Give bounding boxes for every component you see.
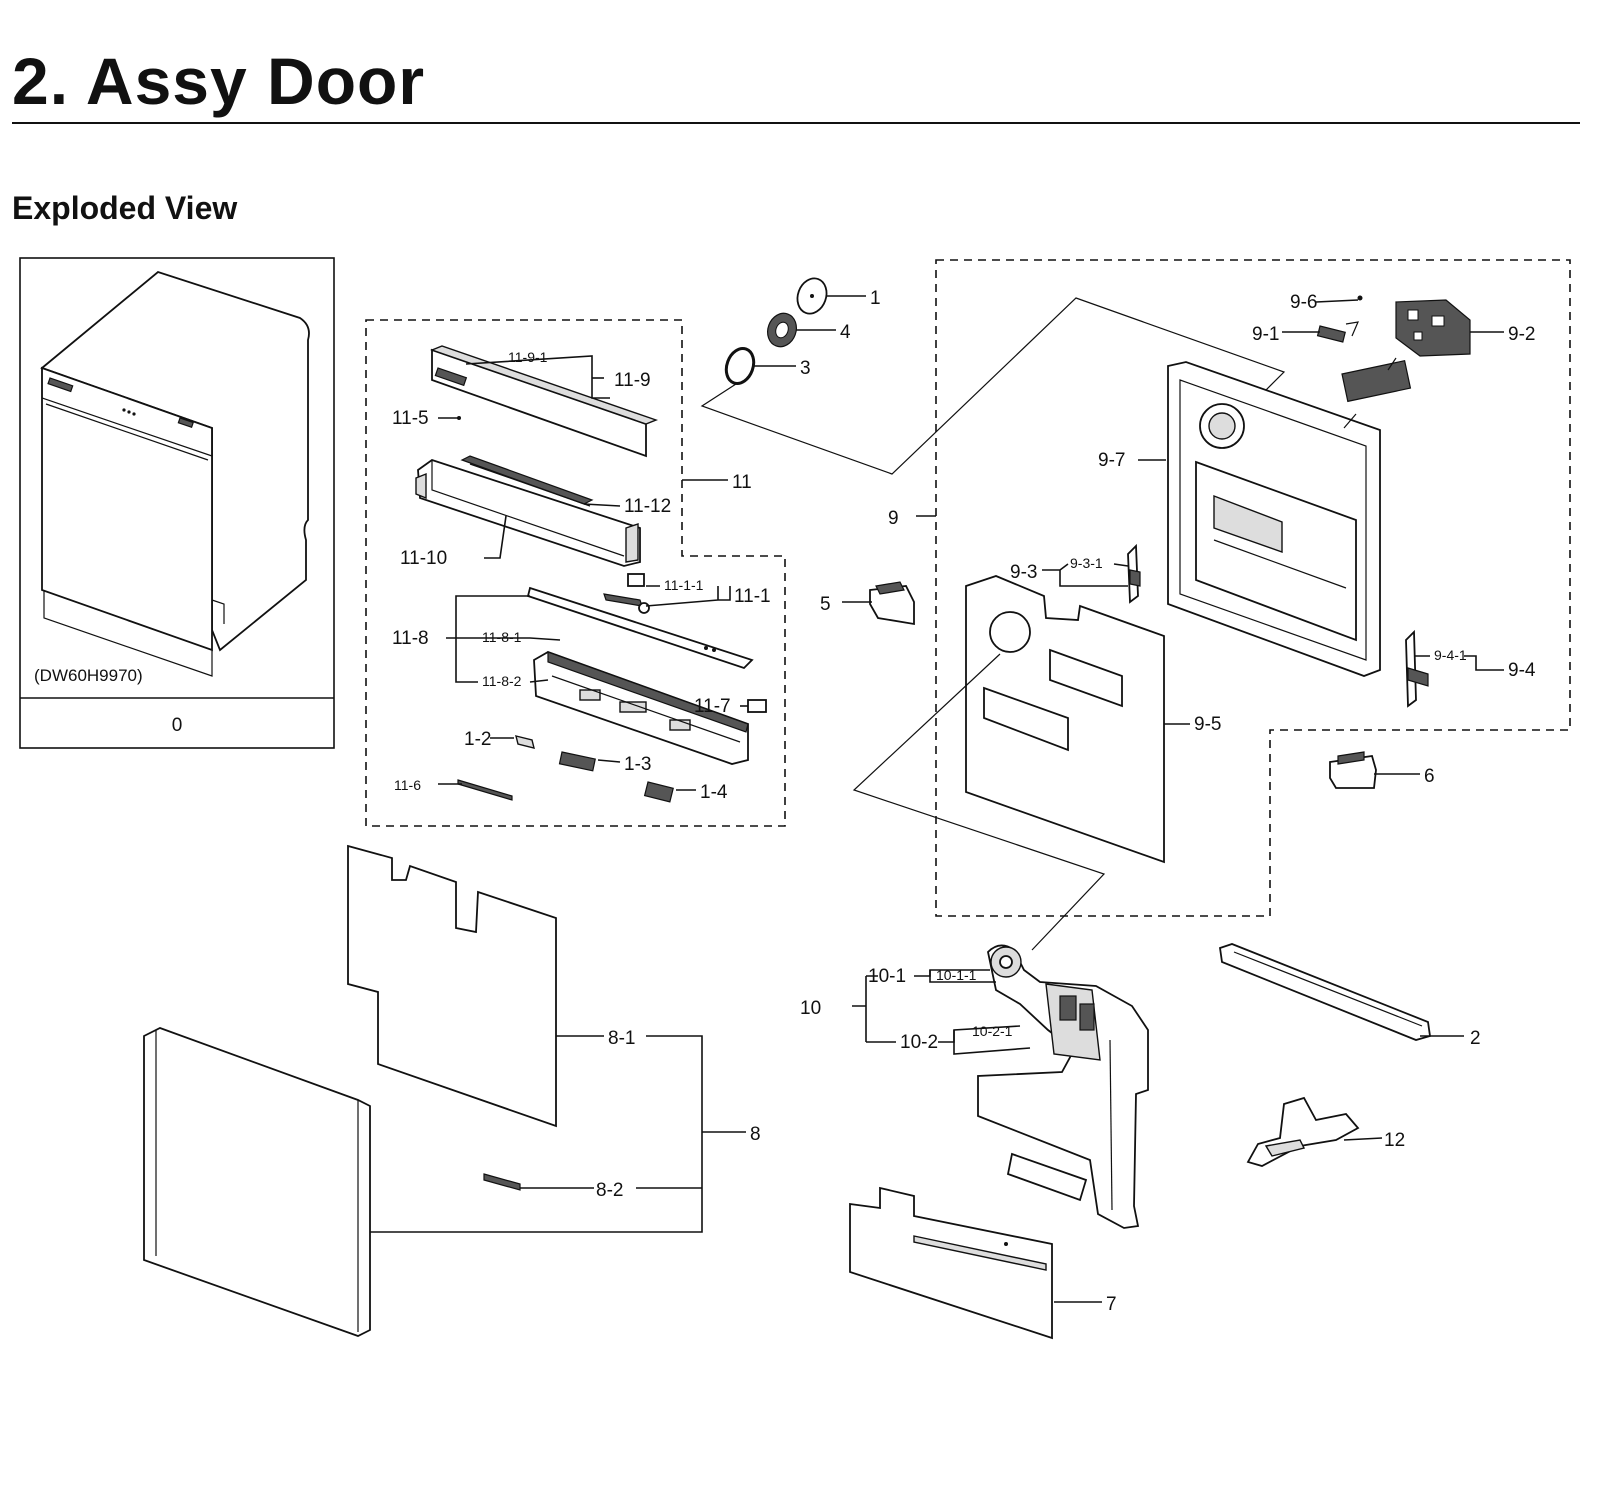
part-9-3-bracket bbox=[1127, 543, 1141, 604]
part-12-hinge bbox=[1246, 1096, 1360, 1167]
label-1-3: 1-3 bbox=[624, 754, 651, 775]
part-9-6-pin bbox=[1357, 295, 1363, 301]
label-9-7: 9-7 bbox=[1098, 450, 1125, 471]
label-11-8-1: 11-8-1 bbox=[482, 629, 522, 645]
label-3: 3 bbox=[800, 358, 811, 379]
label-9-3-1: 9-3-1 bbox=[1070, 555, 1103, 571]
label-12: 12 bbox=[1384, 1130, 1405, 1151]
label-8: 8 bbox=[750, 1124, 761, 1145]
part-2-rail bbox=[1219, 943, 1432, 1041]
inset-panel: (DW60H9970) 0 bbox=[19, 257, 335, 749]
part-11-8-1-strip bbox=[526, 586, 754, 670]
label-1-4: 1-4 bbox=[700, 782, 728, 803]
part-11-12-strip bbox=[460, 455, 594, 507]
part-11-8-2-board bbox=[533, 651, 749, 765]
label-9-6: 9-6 bbox=[1290, 292, 1317, 313]
label-4: 4 bbox=[840, 322, 851, 343]
part-4-ring bbox=[767, 312, 797, 348]
part-8-1-insulation bbox=[347, 844, 557, 1128]
label-1-2: 1-2 bbox=[464, 729, 491, 750]
callout-labels: 1 4 3 11-9-1 11-9 11-5 11 11-12 11-10 11… bbox=[392, 288, 1536, 1315]
title-rule bbox=[12, 122, 1580, 124]
label-6: 6 bbox=[1424, 766, 1435, 787]
inset-model-label: (DW60H9970) bbox=[34, 666, 143, 685]
label-8-2: 8-2 bbox=[596, 1180, 623, 1201]
label-9-5: 9-5 bbox=[1194, 714, 1221, 735]
label-10: 10 bbox=[800, 998, 821, 1019]
page-title: 2. Assy Door bbox=[12, 44, 426, 118]
label-9-4-1: 9-4-1 bbox=[1434, 647, 1467, 663]
label-11-8-2: 11-8-2 bbox=[482, 673, 522, 689]
part-11-1-switch bbox=[603, 573, 650, 614]
part-11-10-frame bbox=[415, 459, 641, 567]
part-7-kick-plate bbox=[849, 1186, 1053, 1340]
part-9-1-spring bbox=[1316, 321, 1359, 343]
part-10-pump-assembly bbox=[977, 944, 1149, 1229]
label-9-2: 9-2 bbox=[1508, 324, 1535, 345]
part-1-2 bbox=[515, 735, 535, 749]
label-10-1-1: 10-1-1 bbox=[936, 967, 977, 983]
part-1-disc bbox=[796, 277, 828, 315]
part-1-3 bbox=[558, 751, 596, 772]
group-9-box bbox=[935, 259, 1571, 917]
part-9-4-bracket bbox=[1405, 629, 1429, 708]
section-subtitle: Exploded View bbox=[12, 190, 238, 226]
label-10-1: 10-1 bbox=[868, 966, 906, 987]
part-9-inner-door bbox=[1167, 361, 1381, 677]
label-11-1: 11-1 bbox=[734, 586, 771, 607]
label-11-5: 11-5 bbox=[392, 408, 429, 429]
label-11-10: 11-10 bbox=[400, 548, 447, 569]
label-11-9: 11-9 bbox=[614, 370, 651, 391]
label-11-9-1: 11-9-1 bbox=[508, 349, 548, 365]
label-2: 2 bbox=[1470, 1028, 1481, 1049]
label-9-1: 9-1 bbox=[1252, 324, 1279, 345]
label-9: 9 bbox=[888, 508, 899, 529]
label-11: 11 bbox=[732, 472, 752, 493]
part-5-clip bbox=[869, 581, 915, 626]
label-11-8: 11-8 bbox=[392, 628, 429, 649]
group-11-box bbox=[365, 319, 786, 827]
label-11-12: 11-12 bbox=[624, 496, 671, 517]
dishwasher-illustration bbox=[40, 270, 310, 677]
label-11-6: 11-6 bbox=[394, 777, 421, 793]
part-11-6 bbox=[457, 779, 513, 801]
part-11-7-block bbox=[747, 699, 767, 713]
label-10-2: 10-2 bbox=[900, 1032, 938, 1053]
inset-number-label: 0 bbox=[172, 715, 183, 736]
part-6-latch bbox=[1329, 751, 1377, 789]
label-11-1-1: 11-1-1 bbox=[664, 577, 704, 593]
part-9-2-gasket bbox=[1341, 359, 1412, 403]
label-1: 1 bbox=[870, 288, 881, 309]
part-9-2-dispenser bbox=[1395, 299, 1471, 357]
label-9-3: 9-3 bbox=[1010, 562, 1037, 583]
part-1-4 bbox=[643, 781, 674, 803]
label-5: 5 bbox=[820, 594, 831, 615]
part-3-gasket bbox=[724, 347, 756, 385]
label-9-4: 9-4 bbox=[1508, 660, 1536, 681]
part-11-9-trim bbox=[429, 345, 659, 458]
part-8-door-panel bbox=[143, 1027, 371, 1337]
label-7: 7 bbox=[1106, 1294, 1117, 1315]
label-10-2-1: 10-2-1 bbox=[972, 1023, 1013, 1039]
label-11-7: 11-7 bbox=[694, 696, 731, 717]
label-8-1: 8-1 bbox=[608, 1028, 635, 1049]
part-8-2-handle bbox=[483, 1173, 521, 1191]
part-9-5-panel bbox=[965, 575, 1165, 864]
